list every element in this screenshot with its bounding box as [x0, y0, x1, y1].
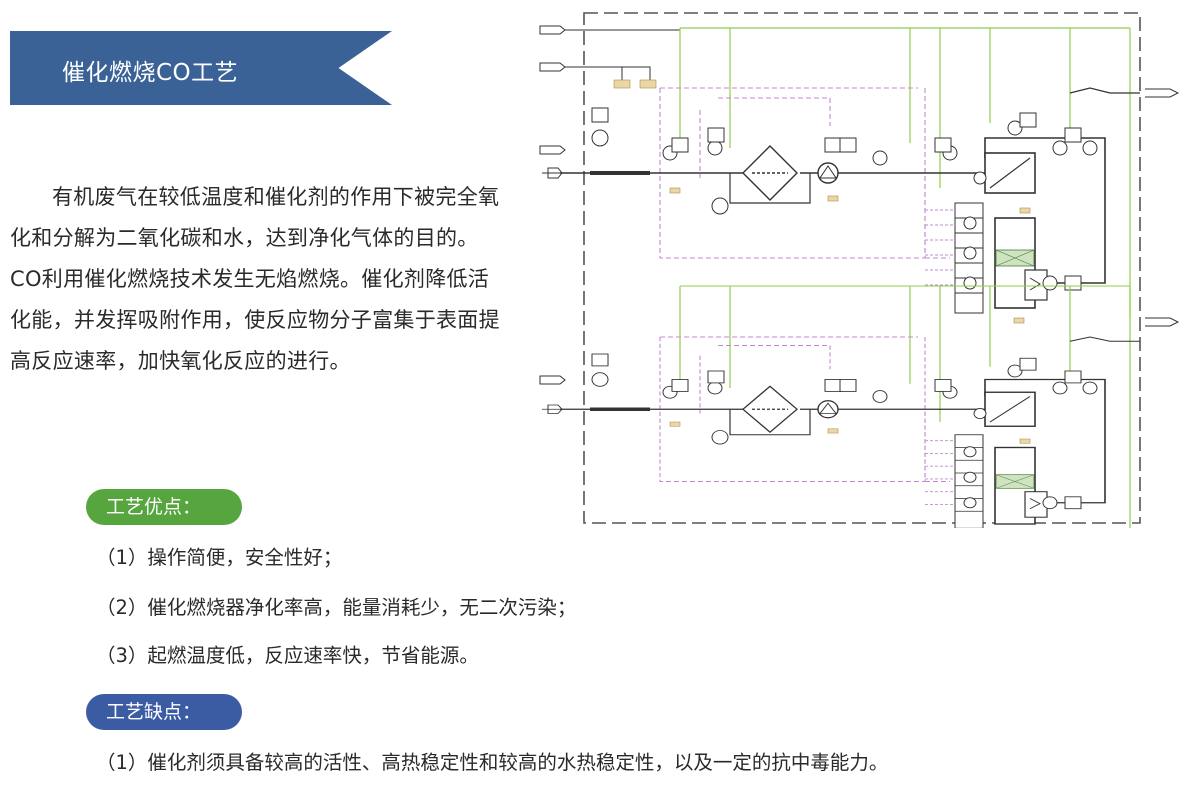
advantages-label: 工艺优点：	[86, 489, 242, 525]
process-flow-diagram	[539, 12, 1180, 528]
advantage-item-1: （1）操作简便，安全性好；	[96, 546, 343, 569]
intro-paragraph: 有机废气在较低温度和催化剂的作用下被完全氧化和分解为二氧化碳和水，达到净化气体的…	[10, 185, 500, 373]
title-banner	[10, 31, 392, 105]
advantage-item-2: （2）催化燃烧器净化率高，能量消耗少，无二次污染；	[96, 596, 577, 619]
page-title: 催化燃烧CO工艺	[62, 60, 239, 86]
advantage-item-3: （3）起燃温度低，反应速率快，节省能源。	[96, 644, 479, 667]
disadvantages-label: 工艺缺点：	[86, 694, 242, 730]
disadvantage-item-1: （1）催化剂须具备较高的活性、高热稳定性和较高的水热稳定性，以及一定的抗中毒能力…	[96, 751, 889, 774]
